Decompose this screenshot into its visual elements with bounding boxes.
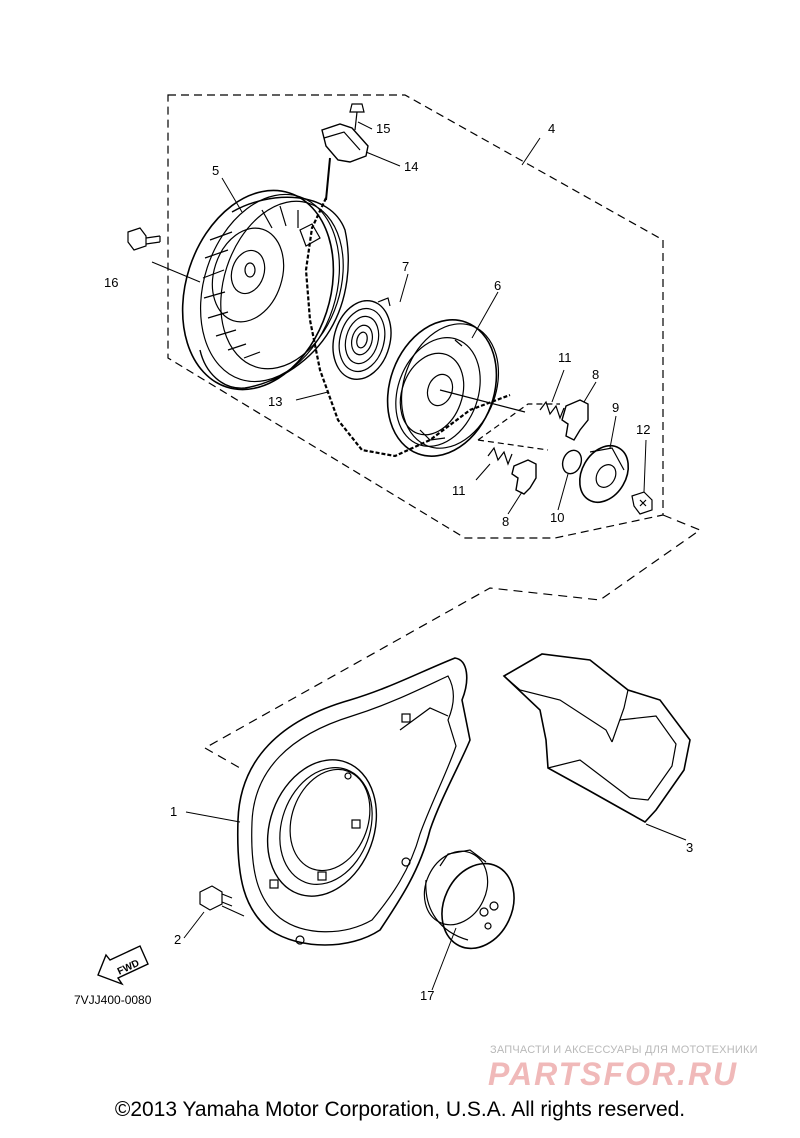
starter-cup-17 <box>423 849 515 950</box>
callout-3: 3 <box>686 840 693 855</box>
callout-13: 13 <box>268 394 282 409</box>
assembly-boundary <box>167 94 664 539</box>
callout-11-upper: 11 <box>558 350 572 365</box>
ratchet-8-lower <box>511 459 537 495</box>
callout-15: 15 <box>376 121 390 136</box>
watermark-tagline: ЗАПЧАСТИ И АКСЕССУАРЫ ДЛЯ МОТОТЕХНИКИ <box>490 1044 758 1056</box>
bolt-12 <box>631 491 653 515</box>
spring-11-lower <box>487 446 513 466</box>
callout-8-lower: 8 <box>502 514 509 529</box>
spring-11-upper <box>539 400 565 420</box>
flange-bolt-16 <box>127 227 161 251</box>
washer-10 <box>561 449 583 475</box>
callout-2: 2 <box>174 932 181 947</box>
callout-1: 1 <box>170 804 177 819</box>
fwd-arrow-icon <box>97 945 149 986</box>
callout-8-upper: 8 <box>592 367 599 382</box>
bolt-2 <box>199 885 233 911</box>
diagram-code: 7VJJ400-0080 <box>74 993 152 1007</box>
starter-case <box>181 189 349 391</box>
callout-16: 16 <box>104 275 118 290</box>
callout-9: 9 <box>612 400 619 415</box>
copyright-notice: ©2013 Yamaha Motor Corporation, U.S.A. A… <box>114 1098 686 1121</box>
callout-17: 17 <box>420 988 434 1003</box>
callout-12: 12 <box>636 422 650 437</box>
callout-5: 5 <box>212 163 219 178</box>
pawl-group-boundary <box>477 403 560 451</box>
fwd-label: FWD <box>116 958 141 978</box>
fan-cover-1 <box>236 657 471 946</box>
assembly-leader <box>204 514 702 749</box>
shroud-3 <box>502 653 691 824</box>
callout-7: 7 <box>402 259 409 274</box>
callout-6: 6 <box>494 278 501 293</box>
leader-lines <box>151 121 687 991</box>
screw-15 <box>349 103 365 131</box>
callout-4: 4 <box>548 121 555 136</box>
starter-handle-14 <box>321 123 369 201</box>
starter-rope-13 <box>304 197 511 458</box>
callout-14: 14 <box>404 159 418 174</box>
ratchet-8-upper <box>561 399 589 441</box>
callout-10: 10 <box>550 510 564 525</box>
drive-plate-9 <box>578 444 630 504</box>
spiral-spring-7 <box>332 297 392 381</box>
watermark-logo: PARTSFOR.RU <box>488 1056 739 1092</box>
sheave-drum-6 <box>386 319 526 457</box>
callout-11-lower: 11 <box>452 483 466 498</box>
